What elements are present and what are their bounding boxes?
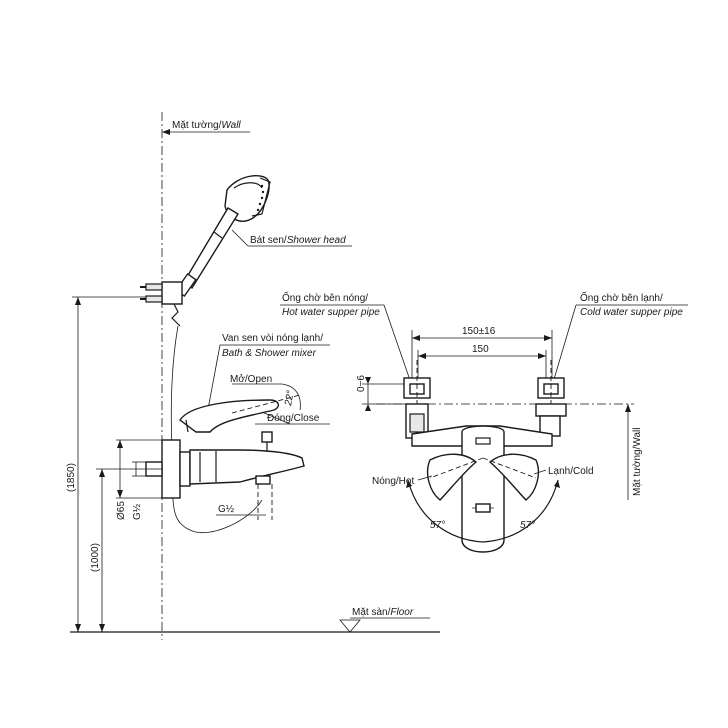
floor-label-vi: Mặt sàn/ xyxy=(352,607,391,618)
hot-pipe-label-en: Hot water supper pipe xyxy=(282,307,380,318)
dim-1000: (1000) xyxy=(90,468,146,632)
dim-65-label: Ø65 xyxy=(116,501,127,520)
cold-label: Lạnh/Cold xyxy=(533,466,594,477)
hot-label-text: Nóng/Hot xyxy=(372,476,414,487)
close-label-text: Đóng/Close xyxy=(267,413,320,424)
front-view: Ống chờ bên nóng/ Hot water supper pipe … xyxy=(280,290,688,553)
hot-pipe-label: Ống chờ bên nóng/ Hot water supper pipe xyxy=(280,290,413,387)
floor-label-en: Floor xyxy=(390,607,413,618)
cold-pipe-label: Ống chờ bên lạnh/ Cold water supper pipe xyxy=(551,290,688,387)
pipe-stubs xyxy=(403,360,565,446)
dim-0-6-label: 0~6 xyxy=(356,375,367,392)
cold-label-text: Lạnh/Cold xyxy=(548,466,594,477)
shower-head-label: Bát sen/Shower head xyxy=(231,229,352,247)
wall-bracket xyxy=(140,281,183,327)
svg-text:Mặt sàn/Floor: Mặt sàn/Floor xyxy=(352,607,414,618)
svg-text:Mặt tường/Wall: Mặt tường/Wall xyxy=(172,120,241,131)
mixer-front-body xyxy=(405,403,567,553)
svg-text:Bát sen/Shower head: Bát sen/Shower head xyxy=(250,235,346,246)
g-half-horizontal-label: G½ xyxy=(218,504,235,515)
side-view: Mặt tường/Wall Bát sen/Shower head xyxy=(66,112,440,640)
shower-head-label-vi: Bát sen/ xyxy=(250,235,287,246)
wall-label-vi: Mặt tường/ xyxy=(172,120,222,131)
wall-vertical-label: Mặt tường/Wall xyxy=(632,428,643,496)
dim-150-16: 150±16 xyxy=(411,326,553,384)
angle-left-label: 57° xyxy=(430,520,445,531)
mixer-label-en: Bath & Shower mixer xyxy=(222,348,317,359)
mixer-body xyxy=(145,431,305,499)
floor-line: Mặt sàn/Floor xyxy=(70,607,440,633)
hot-label: Nóng/Hot xyxy=(372,475,433,487)
open-label-text: Mở/Open xyxy=(230,373,272,385)
g-half-vertical-label: G½ xyxy=(132,503,143,520)
cold-pipe-label-vi: Ống chờ bên lạnh/ xyxy=(580,290,663,304)
dim-1850-label: (1850) xyxy=(66,463,77,492)
left-dimensions: Ø65 G½ xyxy=(116,439,162,520)
cold-pipe-label-en: Cold water supper pipe xyxy=(580,307,683,318)
hot-pipe-label-vi: Ống chờ bên nóng/ xyxy=(282,290,368,304)
dim-1000-label: (1000) xyxy=(90,543,101,572)
angle-right-label: 57° xyxy=(520,520,535,531)
lever-swing: 57° 57° xyxy=(406,453,560,543)
shower-head xyxy=(175,174,271,298)
mixer-label-vi: Van sen vòi nóng lạnh/ xyxy=(222,333,323,344)
dim-150-label: 150 xyxy=(472,344,489,355)
angle-22-label: 22° xyxy=(283,390,297,408)
shower-head-label-en: Shower head xyxy=(287,235,346,246)
wall-label: Mặt tường/Wall xyxy=(162,120,250,135)
dim-150: 150 xyxy=(417,344,547,384)
wall-label-en: Wall xyxy=(221,120,241,131)
open-label: Mở/Open 22° xyxy=(230,373,301,411)
mixer-lever xyxy=(179,394,301,433)
dim-150-16-label: 150±16 xyxy=(462,326,496,337)
dim-1850: (1850) xyxy=(66,296,146,632)
bottom-connection: G½ xyxy=(216,484,273,520)
close-label: Đóng/Close xyxy=(255,411,330,425)
